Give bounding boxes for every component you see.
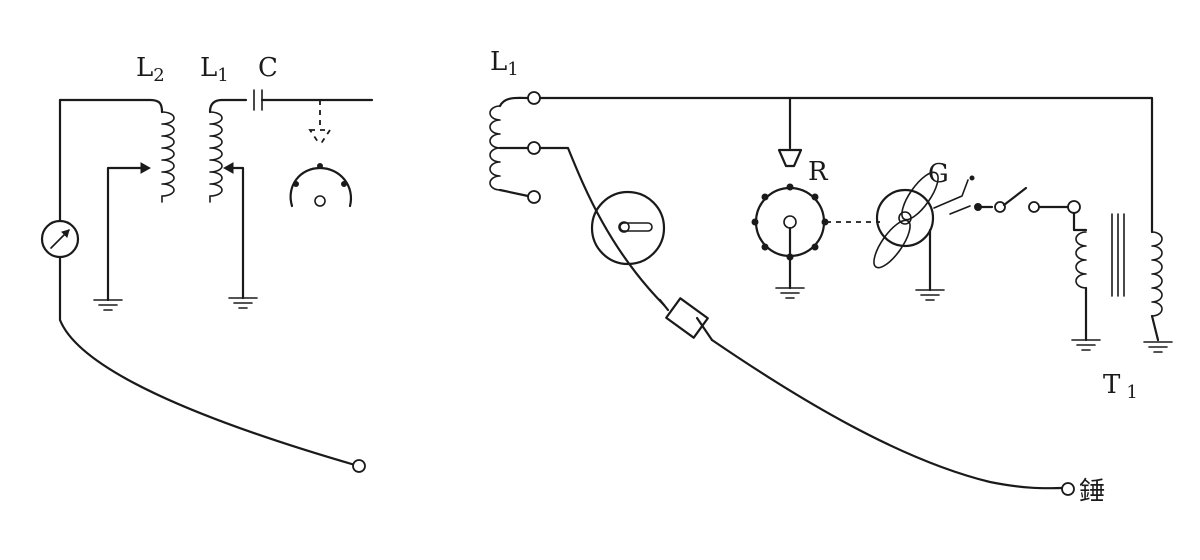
hammer-terminal <box>1061 482 1075 496</box>
terminal-icon <box>527 141 541 155</box>
rotary-wheel-partial-icon <box>289 163 353 208</box>
transformer-secondary-icon <box>1150 231 1163 342</box>
ground-icon <box>775 287 805 299</box>
label-left-coil-1: L1 <box>200 53 229 86</box>
terminal-icon <box>527 190 541 204</box>
label-left-capacitor: C <box>258 53 278 83</box>
transformer-primary-icon <box>1072 211 1088 342</box>
coupler-icon <box>658 297 714 342</box>
label-rotary-gap: R <box>808 157 829 187</box>
ground-icon <box>915 289 945 301</box>
ground-icon <box>1071 339 1101 351</box>
label-hammer: 錘 <box>1079 477 1105 507</box>
left-end-terminal <box>352 459 366 473</box>
capacitor-icon <box>253 89 263 111</box>
terminal-icon <box>1028 201 1040 213</box>
ground-icon <box>228 297 258 309</box>
transformer-core-icon <box>1111 213 1125 297</box>
terminal-icon <box>527 91 541 105</box>
coil-l1-icon <box>208 98 248 203</box>
fan-icon <box>873 171 939 292</box>
right-circuit: L1 錘 R <box>489 47 1173 507</box>
label-right-coil-1: L1 <box>490 47 519 80</box>
rotary-gap-icon <box>751 183 829 290</box>
terminal-icon <box>1067 200 1081 214</box>
ground-icon <box>1143 341 1173 353</box>
switch-icon <box>1002 186 1028 207</box>
meter-icon <box>40 219 80 259</box>
detector-disc-icon <box>590 190 666 266</box>
terminal-icon <box>994 201 1006 213</box>
left-circuit: L2 L1 C <box>40 53 374 473</box>
label-generator: G <box>928 159 949 189</box>
coil-right-l1-icon <box>489 96 530 198</box>
coil-l2-icon <box>161 111 175 203</box>
ground-icon <box>93 299 123 311</box>
label-left-coil-2: L2 <box>136 53 165 86</box>
